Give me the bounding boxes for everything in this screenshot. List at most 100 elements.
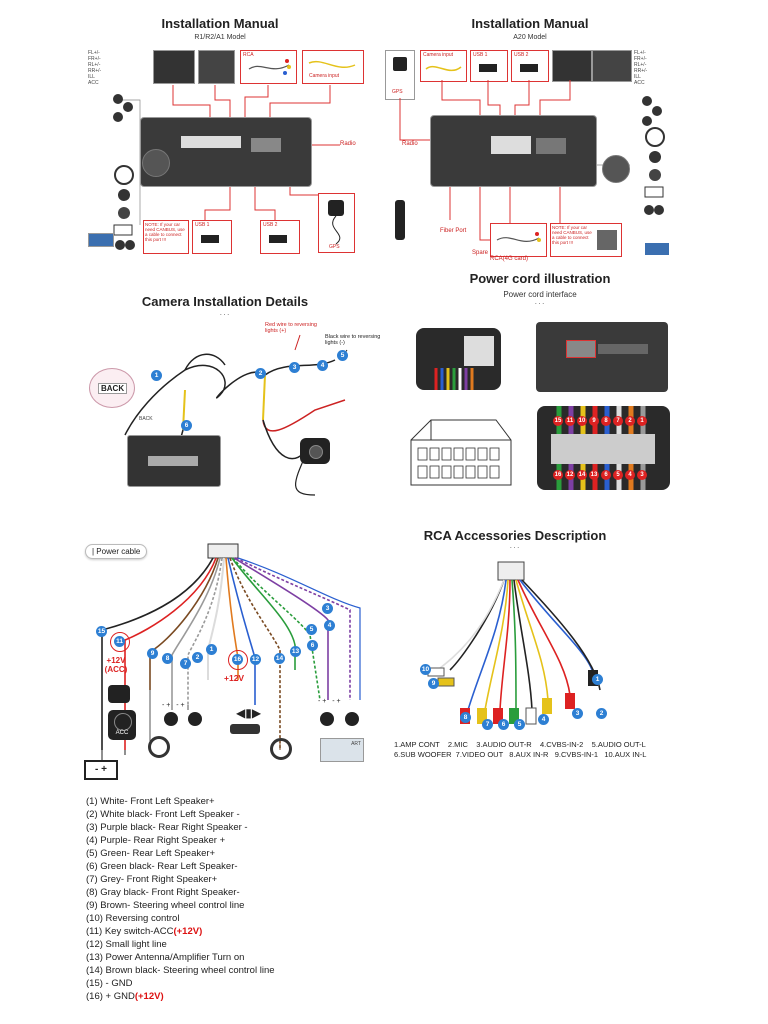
harness-badge-3: 3 xyxy=(322,603,333,614)
pin-number: 10 xyxy=(577,416,587,426)
left-usb1-box: USB 1 xyxy=(192,220,232,254)
left-manual-title: Installation Manual xyxy=(161,16,279,31)
legend-item: (8) Gray black- Front Right Speaker- xyxy=(86,886,386,899)
rca-diagram: 10 9 8 7 6 5 4 3 2 1 xyxy=(420,560,620,730)
legend-item-text: (8) Gray black- Front Right Speaker- xyxy=(86,887,240,898)
harness-camera-icon xyxy=(108,685,130,703)
rca-badge-2: 2 xyxy=(596,708,607,719)
camera-badge-5: 5 xyxy=(337,350,348,361)
rca-badge-6: 6 xyxy=(498,719,509,730)
legend-item: (10) Reversing control xyxy=(86,912,386,925)
speaker-icon-rl xyxy=(320,712,334,726)
rca-badge-10: 10 xyxy=(420,664,431,675)
harness-badge-7: 7 xyxy=(180,658,191,669)
legend-item-text: (12) Small light line xyxy=(86,939,167,950)
legend-item: (15) - GND xyxy=(86,977,386,990)
left-connector-circle xyxy=(142,149,170,177)
power-cable-diagram: 15 11 9 8 7 2 1 16 12 14 13 6 5 4 3 +12V… xyxy=(80,540,375,785)
camera-badge-1: 1 xyxy=(151,370,162,381)
legend-item-text: (2) White black- Front Left Speaker - xyxy=(86,809,240,820)
legend-item: (2) White black- Front Left Speaker - xyxy=(86,808,386,821)
legend-item: (9) Brown- Steering wheel control line xyxy=(86,899,386,912)
right-head-unit-back xyxy=(430,115,597,187)
power-section-dots: ··· xyxy=(534,299,546,308)
right-camera-input-box: Camera input xyxy=(420,50,467,82)
pin-number: 8 xyxy=(601,416,611,426)
right-canbus-note: NOTE: If your car need CANBUS, use a cab… xyxy=(550,223,622,257)
left-usb2-label: USB 2 xyxy=(263,222,278,228)
pin-number: 5 xyxy=(613,470,623,480)
harness-badge-15: 15 xyxy=(96,626,107,637)
rca-badge-7: 7 xyxy=(482,719,493,730)
camera-badge-2: 2 xyxy=(255,368,266,379)
legend-item-text: (6) Green black- Rear Left Speaker- xyxy=(86,861,238,872)
back-tag-label: BACK xyxy=(98,383,128,394)
harness-badge-12: 12 xyxy=(250,654,261,665)
legend-item-text: (16) + GND xyxy=(86,991,135,1002)
left-back-panel-thumb xyxy=(153,50,195,84)
acc-highlight-ring xyxy=(110,632,130,652)
light-icon: ◀▮▶ xyxy=(236,706,262,720)
right-back-panel-thumb xyxy=(552,50,592,82)
legend-item-voltage: (+12V) xyxy=(173,926,203,937)
harness-badge-13: 13 xyxy=(290,646,301,657)
legend-item-text: (14) Brown black- Steering wheel control… xyxy=(86,965,275,976)
power-cable-pill: | Power cable xyxy=(85,544,148,559)
left-canbus-note-text: NOTE: If your car need CANBUS, use a cab… xyxy=(145,222,185,242)
camera-badge-6: 6 xyxy=(181,420,192,431)
right-spare-label: Spare xyxy=(472,250,489,256)
red-wire-note: Red wire to reversing lights (+) xyxy=(265,322,317,334)
pin-number: 13 xyxy=(589,470,599,480)
left-camera-input-label: Camera input xyxy=(309,73,340,79)
rca-badge-9: 9 xyxy=(428,678,439,689)
legend-item: (3) Purple black- Rear Right Speaker - xyxy=(86,821,386,834)
legend-item-voltage: (+12V) xyxy=(134,991,164,1002)
antenna-amp-icon: ART xyxy=(320,738,364,762)
right-back-panel-thumb-2 xyxy=(592,50,632,82)
light-switch-icon xyxy=(230,724,260,734)
legend-item-text: (10) Reversing control xyxy=(86,913,180,924)
camera-head-unit xyxy=(127,435,221,487)
power-head-unit-back xyxy=(536,322,668,392)
legend-item: (7) Grey- Front Right Speaker+ xyxy=(86,873,386,886)
legend-item: (1) White- Front Left Speaker+ xyxy=(86,795,386,808)
left-usb2-box: USB 2 xyxy=(260,220,300,254)
left-manual-model: R1/R2/A1 Model xyxy=(194,34,246,41)
right-rca-box xyxy=(490,223,547,257)
right-usb2-label: USB 2 xyxy=(514,52,529,58)
legend-item-text: (1) White- Front Left Speaker+ xyxy=(86,796,215,807)
left-back-panel-thumb-2 xyxy=(198,50,235,84)
left-rca-box: RCA xyxy=(240,50,297,84)
legend-item-text: (7) Grey- Front Right Speaker+ xyxy=(86,874,218,885)
right-usb2-box: USB 2 xyxy=(511,50,549,82)
right-radio-label: Radio xyxy=(402,141,418,147)
harness-badge-8: 8 xyxy=(162,653,173,664)
camera-section-dots: ··· xyxy=(219,310,231,319)
power-connector-drawing xyxy=(406,410,516,488)
left-ariel-thumb xyxy=(88,233,114,247)
camera-badge-4: 4 xyxy=(317,360,328,371)
speaker-pm-left: - + - + xyxy=(162,702,185,709)
pin-number: 16 xyxy=(553,470,563,480)
legend-item: (4) Purple- Rear Right Speaker + xyxy=(86,834,386,847)
right-gps-label: GPS xyxy=(392,89,403,95)
legend-item: (6) Green black- Rear Left Speaker- xyxy=(86,860,386,873)
speaker-pm-right: - + - + xyxy=(318,698,341,705)
right-antenna xyxy=(395,200,405,240)
rca-badge-1: 1 xyxy=(592,674,603,685)
pin-number: 14 xyxy=(577,470,587,480)
legend-item: (11) Key switch-ACC(+12V) xyxy=(86,925,386,938)
right-manual-diagram: GPS Camera input USB 1 USB 2 FL+/-FR+/-R… xyxy=(380,45,685,262)
legend-item-text: (9) Brown- Steering wheel control line xyxy=(86,900,245,911)
rca-badge-3: 3 xyxy=(572,708,583,719)
legend-item-text: (13) Power Antenna/Amplifier Turn on xyxy=(86,952,245,963)
rca-desc-line-1: 1.AMP CONT 2.MIC 3.AUDIO OUT-R 4.CVBS-IN… xyxy=(394,740,646,749)
legend-item-text: (4) Purple- Rear Right Speaker + xyxy=(86,835,226,846)
legend-item: (13) Power Antenna/Amplifier Turn on xyxy=(86,951,386,964)
pin-number: 4 xyxy=(625,470,635,480)
